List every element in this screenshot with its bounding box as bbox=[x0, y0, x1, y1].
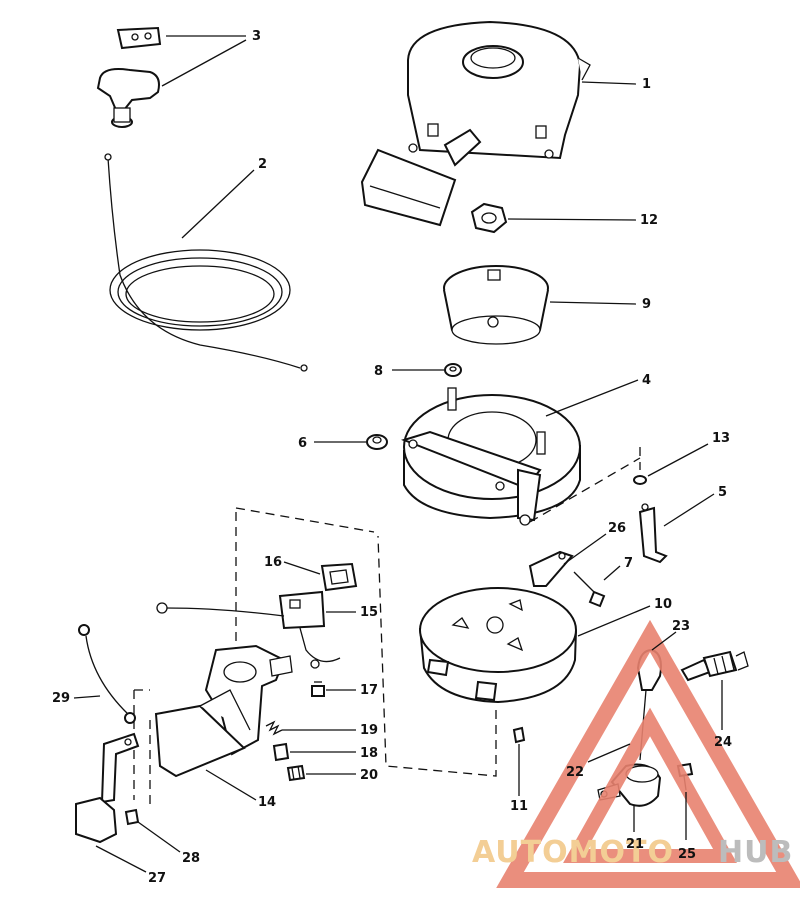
guide-line bbox=[133, 689, 150, 800]
screw-part bbox=[573, 571, 606, 608]
grommet-part bbox=[366, 434, 388, 450]
callout-5: 5 bbox=[718, 485, 727, 500]
locknut-part bbox=[444, 363, 462, 377]
starter-rope-part bbox=[104, 153, 308, 372]
screw-17-part bbox=[311, 681, 325, 697]
guide-line bbox=[529, 457, 641, 523]
guide-line bbox=[377, 535, 497, 777]
starter-housing-part bbox=[360, 20, 591, 227]
callout-27: 27 bbox=[148, 871, 166, 886]
callout-13: 13 bbox=[712, 431, 730, 446]
nut-part bbox=[470, 202, 508, 234]
callout-17: 17 bbox=[360, 683, 378, 698]
automotohub-watermark: AUTOMOTO HUB bbox=[472, 619, 800, 888]
spring-20-part bbox=[286, 764, 306, 782]
spring-cup-part bbox=[443, 265, 549, 345]
callout-3: 3 bbox=[252, 29, 261, 44]
callout-7: 7 bbox=[624, 556, 633, 571]
callout-23: 23 bbox=[672, 619, 690, 634]
callout-20: 20 bbox=[360, 768, 378, 783]
callout-29: 29 bbox=[52, 691, 70, 706]
screw-28-part bbox=[124, 808, 140, 826]
callout-18: 18 bbox=[360, 746, 378, 761]
callout-4: 4 bbox=[642, 373, 651, 388]
ground-wire-part bbox=[78, 624, 136, 724]
callout-16: 16 bbox=[264, 555, 282, 570]
pin-18-part bbox=[272, 742, 290, 762]
callout-11: 11 bbox=[510, 799, 528, 814]
spring-19-part bbox=[265, 720, 283, 736]
spark-plug-part bbox=[680, 650, 749, 682]
starter-handle-part bbox=[96, 26, 162, 128]
callout-8: 8 bbox=[374, 364, 383, 379]
callout-6: 6 bbox=[298, 436, 307, 451]
callout-21: 21 bbox=[626, 837, 644, 852]
callout-12: 12 bbox=[640, 213, 658, 228]
callout-14: 14 bbox=[258, 795, 276, 810]
guide-line bbox=[235, 507, 375, 650]
flywheel-part bbox=[419, 587, 577, 704]
callout-28: 28 bbox=[182, 851, 200, 866]
watermark-brand-hub: HUB bbox=[718, 835, 793, 870]
washer-part bbox=[633, 475, 647, 485]
bracket-part bbox=[638, 503, 668, 564]
callout-9: 9 bbox=[642, 297, 651, 312]
callout-10: 10 bbox=[654, 597, 672, 612]
callout-1: 1 bbox=[642, 77, 651, 92]
callout-25: 25 bbox=[678, 847, 696, 862]
callouts: 3 1 2 12 9 8 4 6 13 5 26 7 10 bbox=[52, 29, 732, 886]
link-part bbox=[528, 550, 574, 587]
pulley-plate-part bbox=[400, 387, 581, 526]
stop-switch-part bbox=[156, 590, 341, 669]
plate-part bbox=[320, 562, 358, 592]
key-part bbox=[512, 726, 526, 744]
callout-26: 26 bbox=[608, 521, 626, 536]
callout-19: 19 bbox=[360, 723, 378, 738]
watermark-brand-automoto: AUTOMOTO bbox=[472, 835, 674, 870]
callout-22: 22 bbox=[566, 765, 584, 780]
callout-24: 24 bbox=[714, 735, 732, 750]
callout-15: 15 bbox=[360, 605, 378, 620]
control-arm-part bbox=[154, 644, 293, 778]
callout-2: 2 bbox=[258, 157, 267, 172]
mount-bracket-part bbox=[75, 732, 140, 844]
